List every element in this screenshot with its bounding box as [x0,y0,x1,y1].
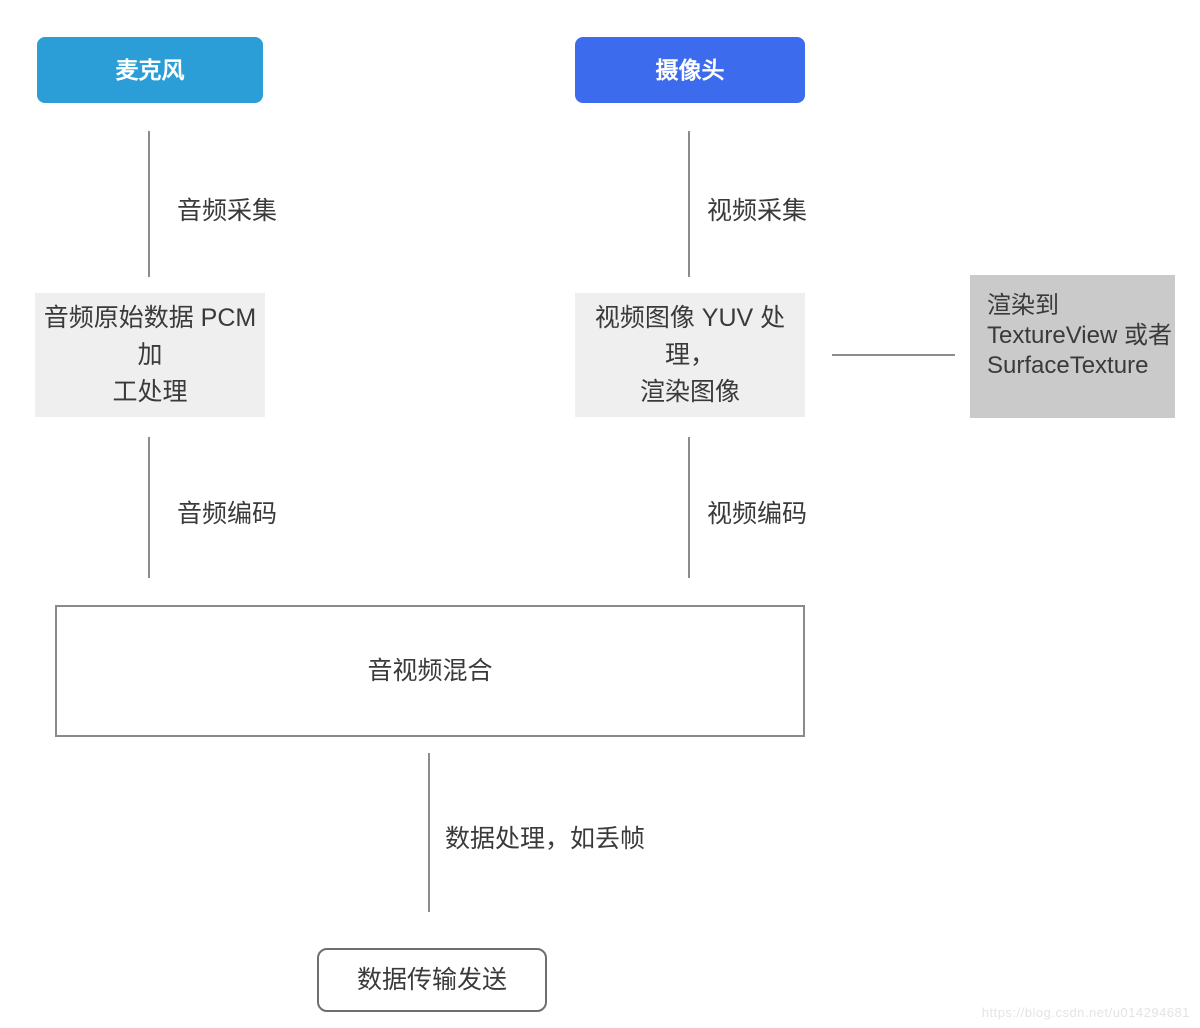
node-render-target-line1: 渲染到 [987,292,1059,319]
node-pcm-processing: 音频原始数据 PCM 加 工处理 [35,293,265,417]
watermark: https://blog.csdn.net/u014294681 [981,1005,1190,1020]
edge-label-audio-capture: 音频采集 [177,197,278,225]
connector-data-process [428,753,430,912]
node-render-target-line2: TextureView 或者 [987,322,1172,349]
node-av-mixer-label: 音视频混合 [367,656,493,685]
node-pcm-processing-line2: 工处理 [112,377,188,406]
node-av-mixer: 音视频混合 [55,605,805,737]
edge-label-data-process: 数据处理，如丢帧 [445,825,646,853]
node-yuv-processing-line1: 视频图像 YUV 处理， [594,303,786,369]
edge-label-audio-encode: 音频编码 [177,500,278,528]
node-microphone: 麦克风 [37,37,263,103]
connector-video-encode [688,437,690,578]
edge-label-video-capture: 视频采集 [707,197,808,225]
connector-audio-capture [148,131,150,277]
edge-label-video-encode: 视频编码 [707,500,808,528]
node-data-sender: 数据传输发送 [317,948,547,1012]
connector-render-target [832,354,955,356]
node-render-target: 渲染到 TextureView 或者 SurfaceTexture [970,275,1175,418]
node-render-target-line3: SurfaceTexture [987,352,1149,379]
node-yuv-processing: 视频图像 YUV 处理， 渲染图像 [575,293,805,417]
node-camera: 摄像头 [575,37,805,103]
node-data-sender-label: 数据传输发送 [356,965,507,994]
connector-video-capture [688,131,690,277]
node-pcm-processing-line1: 音频原始数据 PCM 加 [43,303,257,369]
node-camera-label: 摄像头 [655,56,725,83]
connector-audio-encode [148,437,150,578]
node-yuv-processing-line2: 渲染图像 [639,377,740,406]
node-microphone-label: 麦克风 [115,56,185,83]
